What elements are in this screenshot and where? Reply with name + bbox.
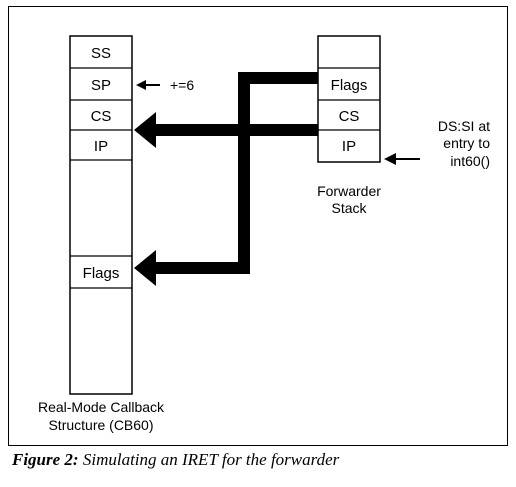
ds-si-arrowhead xyxy=(384,153,396,165)
cell-ss: SS xyxy=(91,45,111,62)
stack-cell-ip: IP xyxy=(342,138,356,155)
callback-structure-label-line1: Real-Mode Callback xyxy=(38,399,165,415)
cell-ip: IP xyxy=(94,138,108,155)
stack-cell-cs: CS xyxy=(339,108,360,125)
sp-pointer-arrowhead xyxy=(136,80,146,90)
forwarder-stack-outline xyxy=(317,35,381,163)
callback-structure-outline xyxy=(69,35,133,395)
figure-label: Figure 2: xyxy=(12,450,79,469)
arrowhead-flags xyxy=(134,250,156,286)
arrowhead-cs-ip xyxy=(134,112,156,148)
figure-caption-text: Simulating an IRET for the forwarder xyxy=(82,450,340,469)
forwarder-stack-label-line1: Forwarder xyxy=(317,183,381,199)
sp-increment-label: +=6 xyxy=(170,77,194,93)
callback-structure: SS SP CS IP Flags xyxy=(69,35,133,395)
ds-si-label-line3: int60() xyxy=(450,153,490,169)
flags-route xyxy=(155,72,318,274)
cell-flags: Flags xyxy=(83,265,120,282)
flow-arrows xyxy=(134,72,318,286)
callback-structure-label-line2: Structure (CB60) xyxy=(48,417,153,433)
forwarder-stack: Flags CS IP xyxy=(317,35,381,163)
figure-frame xyxy=(8,6,508,446)
cell-cs: CS xyxy=(91,108,112,125)
forwarder-stack-label-line2: Stack xyxy=(331,200,367,216)
figure-caption: Figure 2: Simulating an IRET for the for… xyxy=(12,450,339,470)
cell-sp: SP xyxy=(91,77,111,94)
ds-si-label-line1: DS:SI at xyxy=(438,118,490,134)
sp-increment-note: +=6 xyxy=(136,77,194,93)
stack-cell-flags: Flags xyxy=(331,77,368,94)
ds-si-label-line2: entry to xyxy=(443,135,490,151)
ds-si-pointer: DS:SI at entry to int60() xyxy=(384,118,490,169)
